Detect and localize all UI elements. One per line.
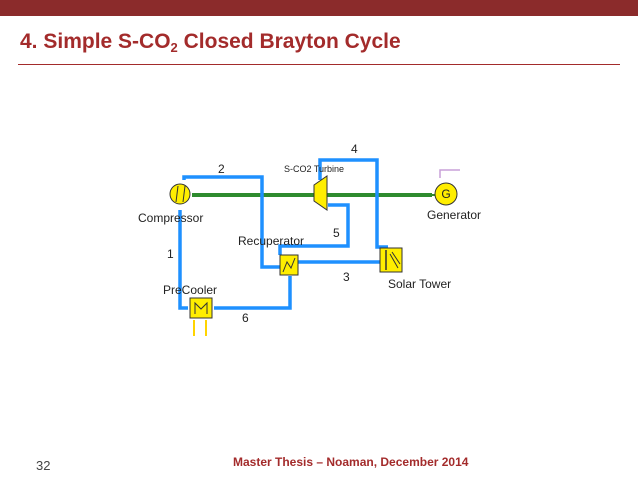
solar-tower-icon xyxy=(379,247,403,273)
stream-2-pipe xyxy=(182,175,282,269)
top-accent-bar xyxy=(0,0,638,16)
title-divider xyxy=(18,64,620,65)
stream-5-pipe xyxy=(278,203,350,255)
title-subscript: 2 xyxy=(170,40,178,55)
slide-title: 4. Simple S-CO2 Closed Brayton Cycle xyxy=(20,30,401,55)
precooler-icon xyxy=(189,297,213,336)
precooler-label: PreCooler xyxy=(163,283,217,297)
compressor-label: Compressor xyxy=(138,211,203,225)
turbine-label: S-CO2 Turbine xyxy=(284,164,344,174)
stream-6-pipe xyxy=(214,276,292,310)
stream-4-pipe xyxy=(318,158,388,249)
footer-text: Master Thesis – Noaman, December 2014 xyxy=(233,455,469,469)
stream-4-number: 4 xyxy=(351,142,358,156)
title-prefix: 4. Simple S-CO xyxy=(20,30,171,53)
solar-tower-label: Solar Tower xyxy=(388,277,451,291)
stream-3-number: 3 xyxy=(343,270,350,284)
stream-2-number: 2 xyxy=(218,162,225,176)
stream-6-number: 6 xyxy=(242,311,249,325)
generator-icon: G xyxy=(434,169,460,206)
stream-1-number: 1 xyxy=(167,247,174,261)
page-number: 32 xyxy=(36,458,51,473)
compressor-icon xyxy=(169,183,191,205)
turbine-icon xyxy=(313,175,328,211)
recuperator-label: Recuperator xyxy=(238,234,304,248)
stream-5-number: 5 xyxy=(333,226,340,240)
stream-1-pipe xyxy=(178,210,188,310)
title-suffix: Closed Brayton Cycle xyxy=(177,30,401,53)
generator-symbol: G xyxy=(441,187,450,201)
recuperator-icon xyxy=(279,254,299,276)
generator-label: Generator xyxy=(427,208,481,222)
